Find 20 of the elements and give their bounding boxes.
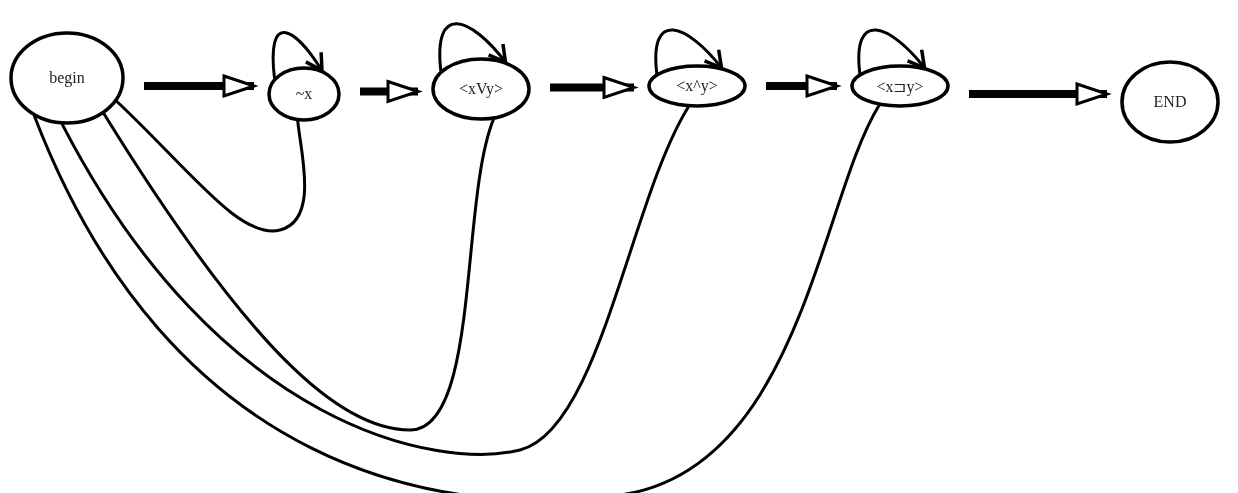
connector-curve	[60, 105, 690, 456]
self-loop-arrow	[857, 28, 927, 75]
state-label: <xVy>	[459, 80, 503, 98]
state-ellipse	[850, 64, 950, 108]
state-ellipse	[431, 57, 531, 121]
state-label: ~x	[295, 85, 313, 103]
connector-curve	[32, 104, 881, 493]
state-label: begin	[49, 69, 85, 87]
state-ellipse	[267, 66, 341, 122]
self-loop-arrow	[438, 22, 508, 72]
state-ellipse	[647, 64, 747, 108]
self-loop-arrow	[271, 31, 324, 79]
state-label: <x⊐y>	[876, 76, 924, 96]
self-loop-arrow	[654, 28, 724, 75]
connector-curve	[115, 99, 307, 233]
connector-curve	[102, 112, 496, 432]
state-label: END	[1153, 93, 1187, 111]
state-label: <x^y>	[676, 77, 718, 95]
state-ellipse	[9, 31, 125, 125]
state-ellipse	[1120, 60, 1220, 144]
